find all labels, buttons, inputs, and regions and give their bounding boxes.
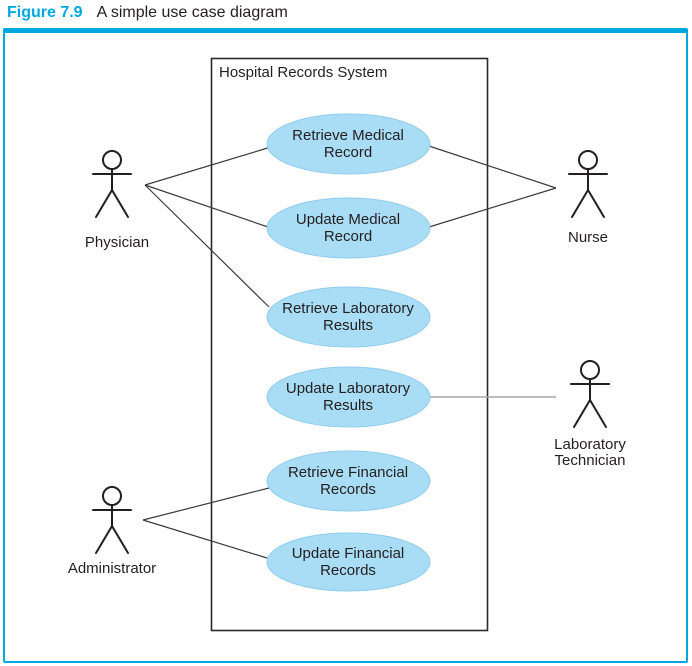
usecase-label-line: Results bbox=[322, 317, 374, 334]
actor-label-physician: Physician bbox=[57, 235, 177, 251]
usecase-ellipse-retrieve-medical-record bbox=[266, 113, 431, 175]
actor-label-nurse: Nurse bbox=[528, 230, 648, 246]
usecase-label-retrieve-medical-record: Retrieve Medical Record bbox=[273, 127, 423, 161]
figure-caption: Figure 7.9 A simple use case diagram bbox=[7, 3, 288, 23]
usecase-ellipse-update-medical-record bbox=[266, 197, 431, 259]
actor-label-line: Administrator bbox=[67, 560, 157, 577]
association-physician-retrieve-laboratory bbox=[144, 184, 270, 308]
association-nurse-update-medical bbox=[428, 187, 557, 228]
association-physician-update-medical bbox=[144, 184, 272, 229]
usecase-ellipse-retrieve-laboratory-results bbox=[266, 286, 431, 348]
association-nurse-retrieve-medical bbox=[428, 145, 557, 189]
usecase-label-line: Retrieve Medical bbox=[292, 127, 404, 144]
actor-label-administrator: Administrator bbox=[52, 561, 172, 577]
system-name-label: Hospital Records System bbox=[219, 64, 388, 81]
usecase-label-line: Retrieve Financial bbox=[287, 464, 409, 481]
usecase-ellipse-update-laboratory-results bbox=[266, 366, 431, 428]
usecase-label-update-medical-record: Update Medical Record bbox=[273, 211, 423, 245]
usecase-ellipse-retrieve-financial-records bbox=[266, 450, 431, 512]
actor-figure-physician bbox=[92, 150, 132, 218]
usecase-label-line: Update Medical bbox=[295, 211, 401, 228]
actor-figure-administrator bbox=[92, 486, 132, 554]
actor-figure-nurse bbox=[568, 150, 608, 218]
usecase-label-line: Update Laboratory bbox=[285, 380, 411, 397]
usecase-label-update-laboratory-results: Update Laboratory Results bbox=[273, 380, 423, 414]
usecase-label-line: Results bbox=[322, 397, 374, 414]
usecase-label-retrieve-laboratory-results: Retrieve Laboratory Results bbox=[273, 300, 423, 334]
actor-label-laboratory-technician: Laboratory Technician bbox=[530, 437, 650, 469]
usecase-ellipse-update-financial-records bbox=[266, 532, 431, 592]
usecase-label-update-financial-records: Update Financial Records bbox=[273, 545, 423, 579]
actor-label-line: Technician bbox=[554, 452, 626, 469]
use-case-ellipses bbox=[266, 113, 431, 592]
usecase-label-line: Update Financial bbox=[291, 545, 405, 562]
actor-figure-laboratory-technician bbox=[570, 360, 610, 428]
figure-number: Figure 7.9 bbox=[7, 4, 83, 21]
association-administrator-update-financial bbox=[142, 519, 268, 559]
actor-label-line: Nurse bbox=[567, 229, 608, 246]
usecase-label-line: Records bbox=[320, 562, 376, 579]
association-lines bbox=[142, 145, 557, 559]
usecase-label-line: Record bbox=[323, 228, 373, 245]
association-administrator-retrieve-financial bbox=[142, 487, 270, 521]
usecase-label-retrieve-financial-records: Retrieve Financial Records bbox=[273, 464, 423, 498]
usecase-label-line: Retrieve Laboratory bbox=[282, 300, 414, 317]
figure-title: A simple use case diagram bbox=[96, 4, 288, 21]
usecase-label-line: Records bbox=[320, 481, 376, 498]
usecase-label-line: Record bbox=[323, 144, 373, 161]
actor-label-line: Laboratory bbox=[554, 436, 626, 453]
actor-label-line: Physician bbox=[84, 234, 150, 251]
association-physician-retrieve-medical bbox=[144, 146, 272, 186]
